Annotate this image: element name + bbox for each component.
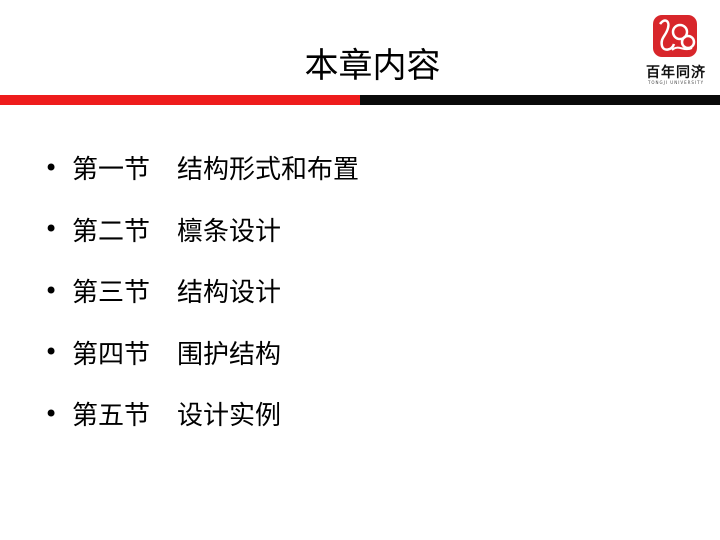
bullet: • xyxy=(44,276,59,305)
section-number: 第一节 xyxy=(72,155,151,186)
bullet: • xyxy=(44,399,59,428)
university-logo: 百年同济 TONGJI UNIVERSITY xyxy=(640,14,712,86)
list-item: • 第四节 围护结构 xyxy=(44,322,359,384)
bullet: • xyxy=(44,153,59,182)
section-topic: 设计实例 xyxy=(177,401,282,432)
logo-subtext: TONGJI UNIVERSITY xyxy=(647,80,705,85)
title-rule-red xyxy=(0,95,360,105)
bullet: • xyxy=(44,338,59,367)
content-list: • 第一节 结构形式和布置 • 第二节 檩条设计 • 第三节 结构设计 • 第四… xyxy=(44,137,359,445)
section-topic: 结构设计 xyxy=(177,278,282,309)
centennial-seal-icon xyxy=(653,15,697,57)
slide-title: 本章内容 xyxy=(304,46,441,86)
list-item: • 第一节 结构形式和布置 xyxy=(44,137,359,199)
title-rule xyxy=(0,95,720,105)
bullet: • xyxy=(44,215,59,244)
section-number: 第二节 xyxy=(72,216,151,247)
section-topic: 檩条设计 xyxy=(177,216,282,247)
section-topic: 围护结构 xyxy=(177,339,282,370)
section-topic: 结构形式和布置 xyxy=(177,155,360,186)
list-item: • 第二节 檩条设计 xyxy=(44,199,359,261)
section-number: 第四节 xyxy=(72,339,151,370)
section-number: 第三节 xyxy=(72,278,151,309)
list-item: • 第三节 结构设计 xyxy=(44,260,359,322)
section-number: 第五节 xyxy=(72,401,151,432)
list-item: • 第五节 设计实例 xyxy=(44,383,359,445)
logo-text: 百年同济 xyxy=(646,65,706,81)
